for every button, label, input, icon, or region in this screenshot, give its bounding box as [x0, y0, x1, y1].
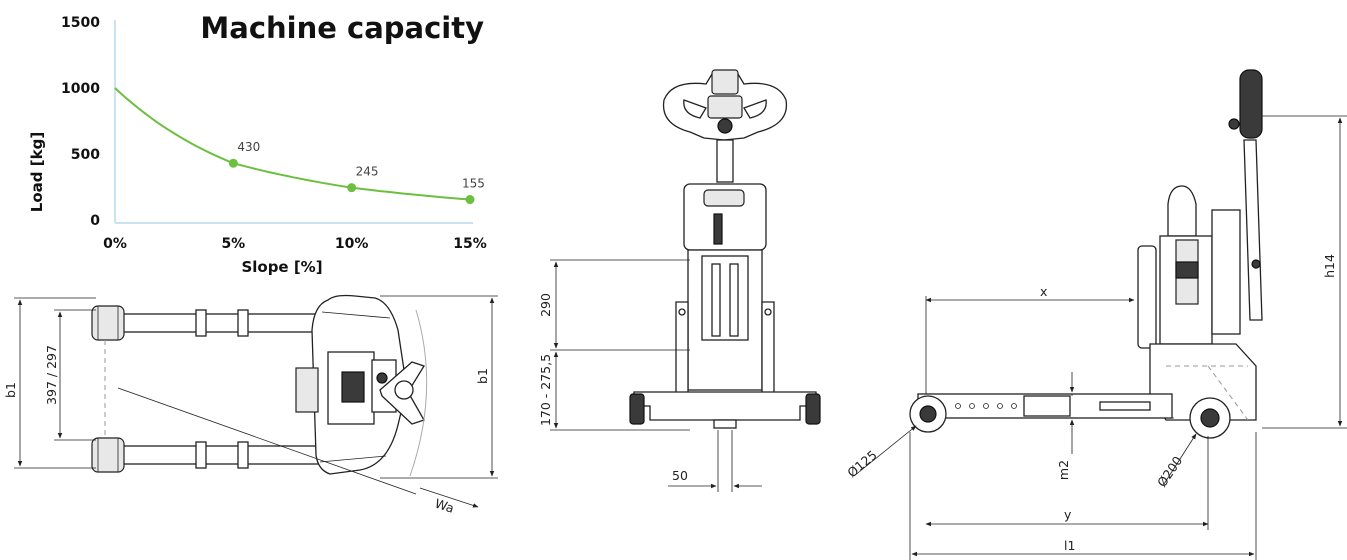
m2-dim-label: m2: [1056, 460, 1071, 480]
upper-load-roller: [91, 305, 125, 341]
fork-crossbar: [633, 391, 817, 421]
left-load-wheel: [629, 393, 645, 425]
lower-load-roller: [91, 437, 125, 473]
b1-right-label: b1: [475, 368, 490, 384]
x-tick-label: 5%: [221, 236, 245, 252]
data-labels: 430 245 155: [237, 140, 485, 190]
h14-dim-label: h14: [1322, 254, 1337, 278]
head-top: [1167, 185, 1197, 237]
y-tick-label: 500: [71, 147, 100, 163]
y-tick-label: 0: [90, 213, 100, 229]
y-tick-label: 1000: [61, 81, 100, 97]
data-label: 430: [237, 140, 260, 154]
y-dim-label: y: [1064, 507, 1072, 522]
top-view-drawing: Wa b1 397 / 297 b1: [3, 294, 498, 516]
x-tick-label: 0%: [103, 236, 127, 252]
wa-label: Wa: [433, 496, 456, 516]
data-point: [465, 195, 475, 205]
upper-fork: [107, 313, 329, 333]
tiller-bar: [1243, 139, 1263, 321]
x-tick-labels: 0% 5% 10% 15%: [103, 236, 487, 252]
fork-spread-label: 397 / 297: [44, 345, 59, 405]
capacity-chart: 0 500 1000 1500 0% 5% 10% 15% 430 245 155 Machin…: [28, 11, 487, 276]
height-lower-label: 170 - 275,5: [538, 354, 553, 426]
tiller-arm: [716, 139, 734, 183]
right-load-wheel: [805, 393, 821, 425]
data-point: [228, 158, 238, 168]
front-view-drawing: 290 170 - 275,5 50: [538, 69, 821, 492]
x-tick-label: 10%: [335, 236, 369, 252]
l1-dim-label: l1: [1064, 538, 1075, 553]
chart-title: Machine capacity: [200, 11, 484, 45]
x-axis-label: Slope [%]: [241, 258, 322, 276]
side-view-drawing: x y l1 h14 m2 Ø125 Ø200: [844, 69, 1347, 560]
x-tick-label: 15%: [453, 236, 487, 252]
y-tick-labels: 0 500 1000 1500: [61, 15, 100, 229]
y-axis-label: Load [kg]: [28, 132, 46, 212]
drive-wheel-dia-label: Ø200: [1154, 453, 1185, 489]
load-wheel-dia-label: Ø125: [844, 447, 879, 480]
x-dim-label: x: [1040, 284, 1047, 299]
height-upper-label: 290: [538, 293, 553, 317]
tiller-grip: [1239, 69, 1263, 139]
data-point: [347, 183, 357, 193]
data-points: [228, 158, 475, 205]
lower-fork: [107, 445, 329, 465]
data-label: 155: [462, 177, 485, 191]
capacity-curve-line: [114, 87, 471, 201]
battery-cover: [295, 367, 319, 413]
data-label: 245: [356, 165, 379, 179]
backrest: [1137, 245, 1157, 349]
b1-left-label: b1: [3, 382, 18, 398]
control-panel: [1211, 209, 1241, 335]
y-tick-label: 1500: [61, 15, 100, 31]
width-50-label: 50: [672, 468, 688, 483]
